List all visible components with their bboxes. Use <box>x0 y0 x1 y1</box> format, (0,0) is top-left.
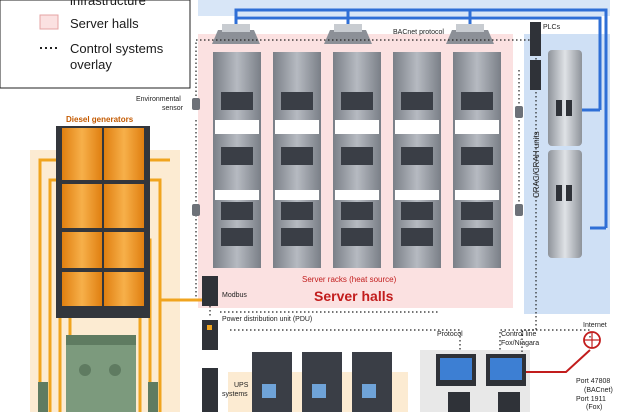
bacnet-protocol-label: BACnet protocol <box>393 29 444 36</box>
internet-link <box>526 331 601 373</box>
port-1911-label: Port 1911 <box>576 396 606 403</box>
fox-paren-label: (Fox) <box>586 404 603 411</box>
infrastructure-zone <box>198 0 610 16</box>
modbus-label: Modbus <box>222 292 247 299</box>
environmental-sensor-label-1: Environmental <box>136 96 181 103</box>
protocol-label: Protocol <box>437 331 463 338</box>
legend-control-overlay-line2: overlay <box>70 57 112 72</box>
plcs-label: PLCs <box>543 24 561 31</box>
legend-swatch-server-halls <box>39 14 59 30</box>
legend-control-overlay-line1: Control systems <box>70 41 164 56</box>
server-halls-title: Server halls <box>314 288 394 304</box>
ups-label-2: systems <box>222 391 248 398</box>
legend-infrastructure: infrastructure <box>70 0 146 8</box>
diesel-generators <box>56 126 150 318</box>
diesel-generators-label: Diesel generators <box>66 115 134 124</box>
crac-crah-label: CRAC/CRAH units <box>532 131 541 198</box>
internet-label: Internet <box>583 322 607 329</box>
legend-server-halls: Server halls <box>70 16 139 31</box>
server-racks <box>213 52 501 268</box>
environmental-sensors <box>192 98 523 216</box>
workstations <box>436 354 526 412</box>
switchgear <box>38 335 158 412</box>
ceiling-units <box>212 24 494 44</box>
pdu-label: Power distribution unit (PDU) <box>222 316 313 323</box>
legend <box>0 0 191 89</box>
server-racks-label: Server racks (heat source) <box>302 275 397 284</box>
environmental-sensor-label-2: sensor <box>162 105 184 112</box>
plc-units <box>530 22 541 90</box>
pdu-units <box>202 276 218 412</box>
pdu-indicator <box>207 325 212 330</box>
ups-systems <box>252 352 392 412</box>
control-line-label-1: Control line <box>501 331 537 338</box>
control-line-label-2: Fox/Niagara <box>501 340 540 347</box>
crac-units <box>548 50 582 258</box>
ups-label-1: UPS <box>234 382 249 389</box>
port-47808-label: Port 47808 <box>576 378 611 385</box>
bacnet-paren-label: (BACnet) <box>584 387 613 394</box>
